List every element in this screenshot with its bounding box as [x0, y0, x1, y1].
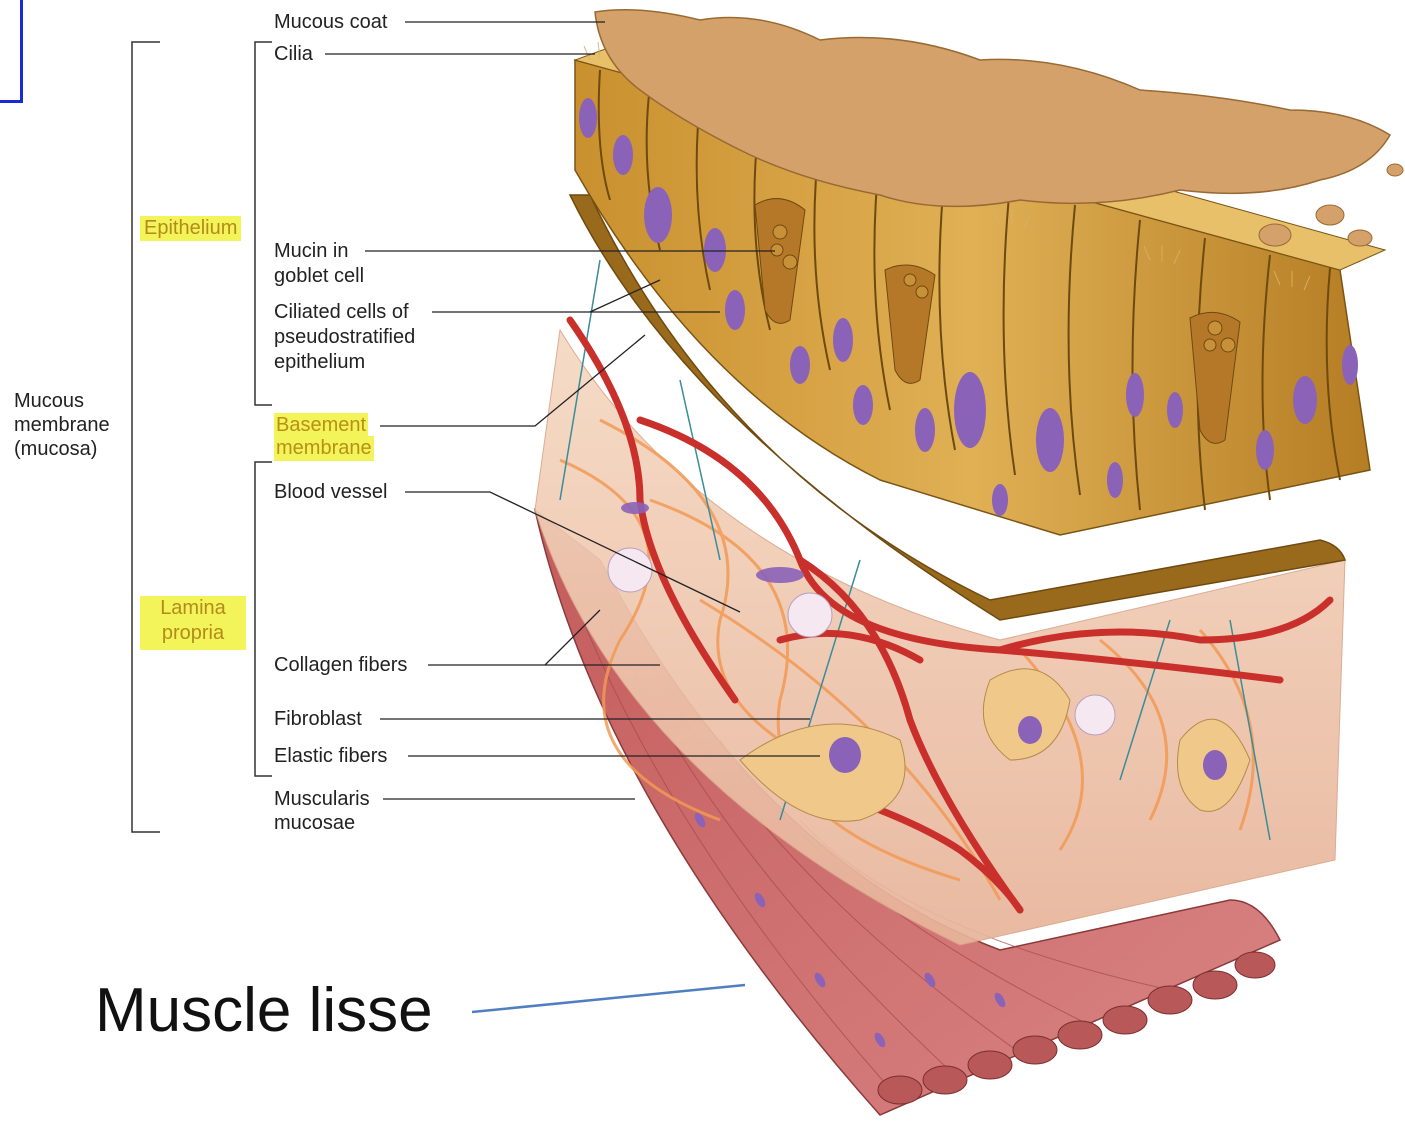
label-lamina-line1: Lamina [144, 596, 242, 621]
label-basement-line1: Basement [274, 413, 368, 438]
label-cilia: Cilia [274, 42, 313, 67]
label-muscle-lisse: Muscle lisse [95, 975, 433, 1047]
muscle-lisse-pointer [472, 985, 745, 1012]
label-lamina-line2: propria [144, 621, 242, 646]
label-muscularis-line2: mucosae [274, 811, 355, 836]
bracket-epithelium [255, 42, 272, 405]
label-epithelium: Epithelium [140, 216, 241, 241]
label-mucous-coat: Mucous coat [274, 10, 387, 35]
bracket-lamina [255, 462, 272, 776]
label-basement-line2: membrane [274, 436, 374, 461]
label-ciliated-line2: pseudostratified [274, 325, 415, 350]
label-ciliated-line3: epithelium [274, 350, 365, 375]
label-muscularis-line1: Muscularis [274, 787, 370, 812]
label-mucous-membrane-line3: (mucosa) [14, 437, 97, 462]
label-lamina-propria: Lamina propria [140, 596, 246, 650]
label-epithelium-text: Epithelium [144, 217, 237, 239]
label-mucous-membrane-line1: Mucous [14, 389, 84, 414]
label-mucin-line1: Mucin in [274, 239, 348, 264]
label-fibroblast: Fibroblast [274, 707, 362, 732]
label-ciliated-line1: Ciliated cells of [274, 300, 409, 325]
bracket-mucosa [132, 42, 160, 832]
label-collagen: Collagen fibers [274, 653, 407, 678]
label-mucin-line2: goblet cell [274, 264, 364, 289]
label-elastic: Elastic fibers [274, 744, 387, 769]
label-blood-vessel: Blood vessel [274, 480, 387, 505]
label-mucous-membrane-line2: membrane [14, 413, 110, 438]
